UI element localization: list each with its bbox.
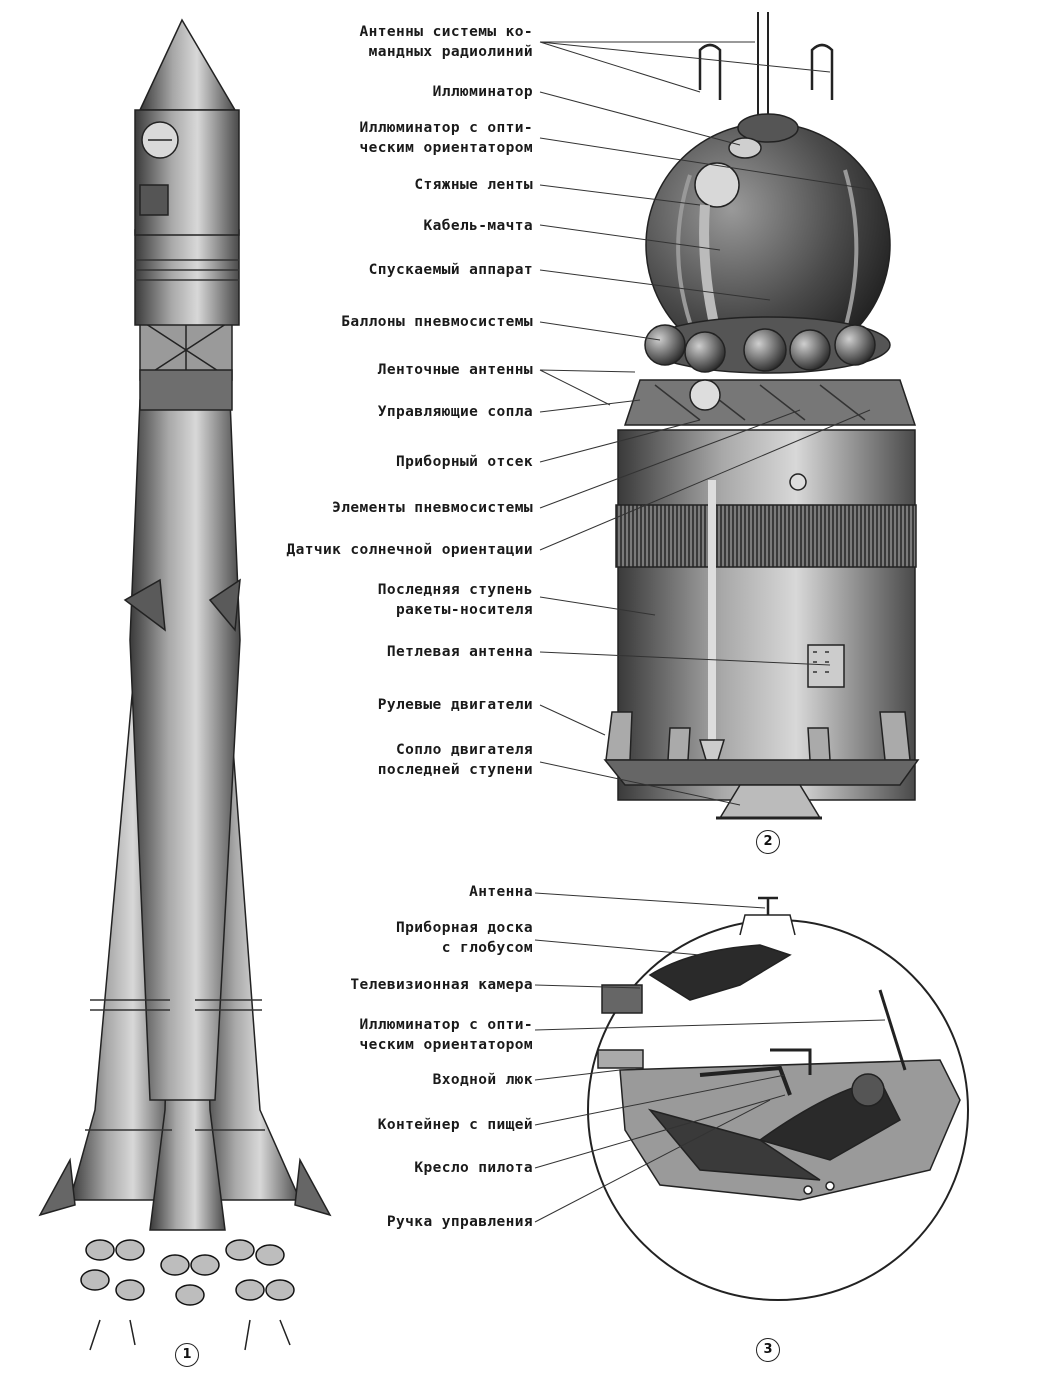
label-tie-straps: Стяжные ленты <box>414 177 533 193</box>
label-pneumatic-elements: Элементы пневмосистемы <box>332 500 533 516</box>
label-instrument-panel-globe: Приборная доска с глобусом <box>396 920 533 956</box>
label-command-radio-antennas: Антенны системы ко- мандных радиолиний <box>359 24 533 60</box>
rocket-illustration <box>38 18 332 1351</box>
label-porthole-optical-orienter: Иллюминатор с опти- ческим ориентатором <box>359 120 533 156</box>
label-solar-orientation-sensor: Датчик солнечной ориентации <box>286 542 533 558</box>
label-last-stage: Последняя ступень ракеты-носителя <box>377 582 533 618</box>
figure-number-1: 1 <box>175 1343 199 1367</box>
spacecraft-illustration <box>603 12 920 820</box>
label-tv-camera: Телевизионная камера <box>350 977 533 993</box>
label-entry-hatch: Входной люк <box>432 1072 533 1088</box>
leader-lines <box>534 41 886 1223</box>
capsule-cutaway-illustration <box>587 896 969 1301</box>
label-steering-engines: Рулевые двигатели <box>377 697 533 713</box>
label-instrument-compartment: Приборный отсек <box>396 454 533 470</box>
label-tape-antennas: Ленточные антенны <box>377 362 533 378</box>
label-last-stage-nozzle: Сопло двигателя последней ступени <box>377 742 533 778</box>
label-antenna: Антенна <box>469 884 533 900</box>
label-descent-module: Спускаемый аппарат <box>368 262 533 278</box>
label-control-handle: Ручка управления <box>386 1214 533 1230</box>
figure-number-3: 3 <box>756 1338 780 1362</box>
label-porthole: Иллюминатор <box>432 84 533 100</box>
figure-number-2: 2 <box>756 830 780 854</box>
label-pilot-seat: Кресло пилота <box>414 1160 533 1176</box>
label-cable-mast: Кабель-мачта <box>423 218 533 234</box>
label-food-container: Контейнер с пищей <box>377 1117 533 1133</box>
label-loop-antenna: Петлевая антенна <box>386 644 533 660</box>
label-control-nozzles: Управляющие сопла <box>377 404 533 420</box>
label-capsule-porthole-orienter: Иллюминатор с опти- ческим ориентатором <box>359 1017 533 1053</box>
label-pneumatic-bottles: Баллоны пневмосистемы <box>341 314 533 330</box>
